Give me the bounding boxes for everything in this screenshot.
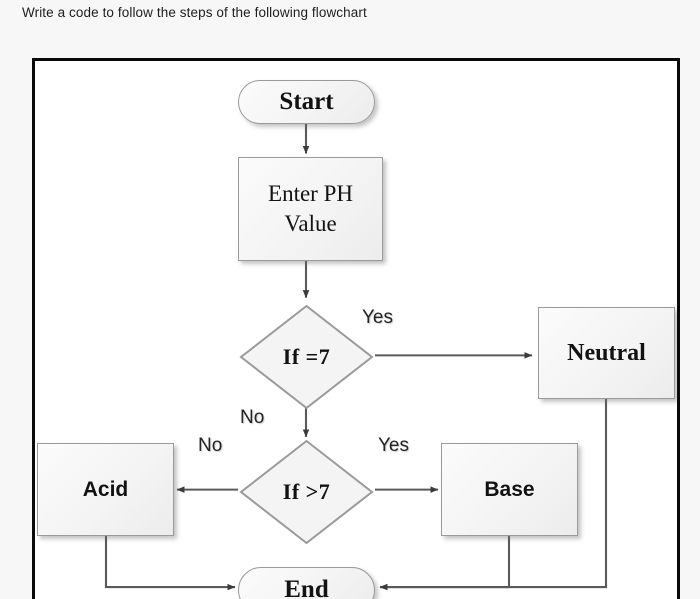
edge-label-equal-yes: Yes — [362, 307, 393, 328]
edge-base-to-end — [379, 533, 511, 591]
node-input-ph-label-line2: Value — [284, 211, 337, 236]
edge-label-equal-no: No — [240, 407, 265, 428]
node-neutral[interactable]: Neutral — [538, 307, 675, 399]
node-start-label: Start — [279, 88, 334, 115]
node-start[interactable]: Start — [238, 80, 375, 124]
node-decision-greater[interactable]: If >7 — [238, 438, 375, 546]
edge-label-greater-yes: Yes — [378, 435, 409, 456]
flowchart-frame: Neutral --> If >7 --> Acid --> Base --> … — [32, 58, 680, 599]
edge-acid-to-end — [104, 533, 236, 591]
node-acid-label: Acid — [82, 477, 129, 501]
question-prompt: Write a code to follow the steps of the … — [22, 5, 367, 20]
edge-neutral-to-end — [379, 397, 608, 591]
node-base[interactable]: Base — [441, 443, 578, 536]
node-base-label: Base — [484, 477, 535, 501]
node-decision-greater-label: If >7 — [282, 479, 331, 504]
diamond-shape-equal — [239, 304, 374, 410]
node-end[interactable]: End — [238, 567, 375, 599]
node-neutral-label: Neutral — [567, 339, 646, 366]
node-decision-equal-label: If =7 — [282, 344, 331, 369]
edge-label-greater-no: No — [198, 435, 223, 456]
node-end-label: End — [284, 576, 329, 599]
node-input-ph[interactable]: Enter PH Value — [238, 157, 383, 261]
node-decision-equal[interactable]: If =7 — [238, 303, 375, 411]
flowchart-connectors: Neutral --> If >7 --> Acid --> Base --> — [104, 121, 608, 591]
node-input-ph-label-line1: Enter PH — [268, 181, 353, 206]
diamond-shape-greater — [239, 439, 374, 545]
node-acid[interactable]: Acid — [37, 443, 174, 536]
